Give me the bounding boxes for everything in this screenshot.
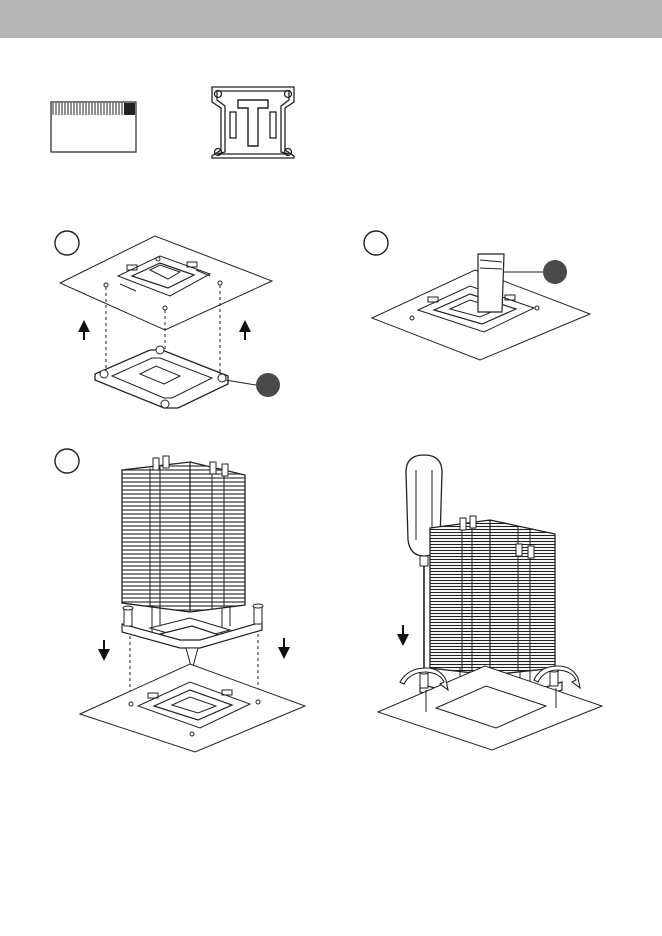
cooler-mount-diagram (80, 456, 305, 752)
step-3-badge (55, 449, 79, 473)
callout-thermal-paste (543, 260, 567, 284)
callout-backplate (256, 373, 280, 397)
backplate-install-diagram (60, 236, 272, 408)
step-1-badge (55, 231, 79, 255)
step-2-badge (364, 231, 388, 255)
screwdriver-tighten-diagram (378, 455, 602, 750)
thermal-paste-card-icon (51, 102, 136, 152)
backplate-icon (212, 87, 294, 158)
